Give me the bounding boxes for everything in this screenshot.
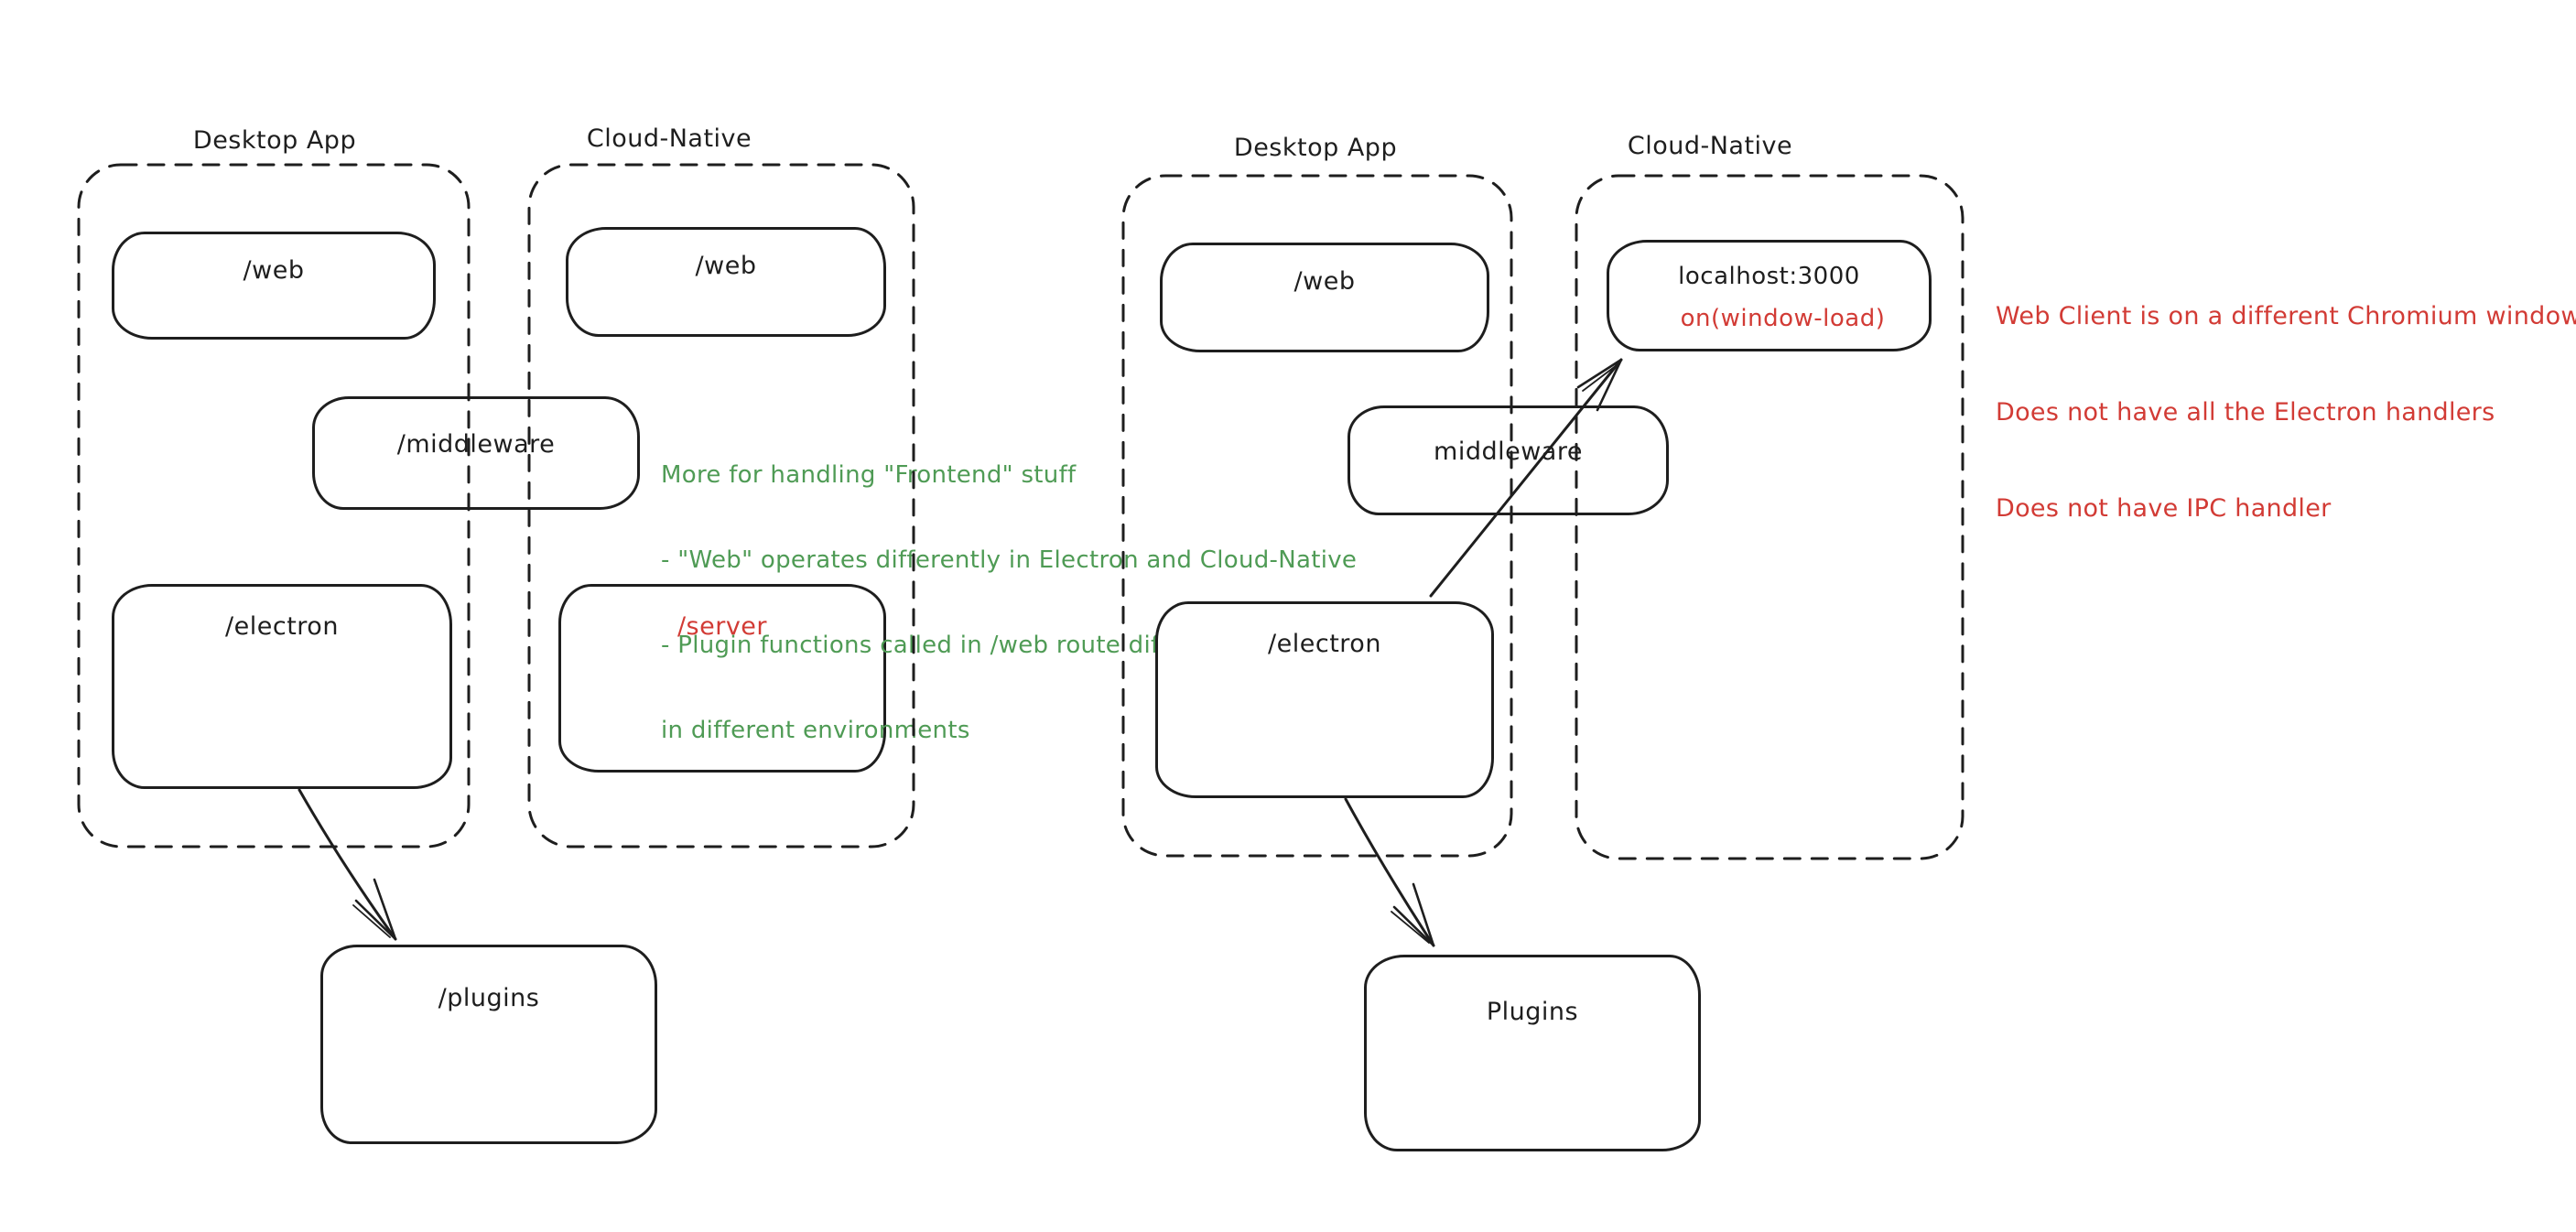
green-note-line-2: - "Web" operates differently in Electron…: [661, 546, 1358, 574]
right-localhost-node[interactable]: localhost:3000 on(window-load): [1607, 240, 1932, 351]
right-plugins-node[interactable]: Plugins: [1364, 955, 1701, 1151]
right-cloud-native-title: Cloud-Native: [1627, 132, 1793, 160]
right-desktop-app-title: Desktop App: [1233, 134, 1398, 162]
red-note-line-1: Web Client is on a different Chromium wi…: [1996, 302, 2576, 330]
red-note-line-2: Does not have all the Electron handlers: [1996, 398, 2495, 427]
green-note-line-1: More for handling "Frontend" stuff: [661, 461, 1077, 489]
left-cloud-native-title: Cloud-Native: [586, 124, 752, 153]
left-electron-label: /electron: [225, 612, 339, 641]
left-plugins-label: /plugins: [438, 984, 540, 1012]
left-middleware-node[interactable]: /middleware: [312, 396, 640, 510]
right-middleware-label: middleware: [1434, 438, 1583, 466]
left-middleware-label: /middleware: [396, 430, 556, 459]
right-localhost-label: localhost:3000: [1678, 263, 1860, 290]
right-window-load-label: on(window-load): [1680, 305, 1886, 332]
left-cloud-web-label: /web: [695, 252, 757, 280]
left-desktop-web-label: /web: [243, 256, 305, 285]
left-desktop-app-title: Desktop App: [192, 126, 357, 155]
arrow-left-electron-to-plugins[interactable]: [298, 788, 397, 941]
right-middleware-node[interactable]: middleware: [1348, 405, 1669, 515]
left-plugins-node[interactable]: /plugins: [320, 945, 657, 1144]
red-note-line-3: Does not have IPC handler: [1996, 494, 2332, 523]
left-electron-node[interactable]: /electron: [112, 584, 452, 789]
right-desktop-web-node[interactable]: /web: [1160, 243, 1489, 352]
right-red-note: Web Client is on a different Chromium wi…: [1996, 236, 2576, 589]
right-electron-label: /electron: [1268, 630, 1381, 658]
right-plugins-label: Plugins: [1486, 998, 1579, 1026]
right-desktop-web-label: /web: [1293, 267, 1356, 296]
left-cloud-web-node[interactable]: /web: [566, 227, 886, 337]
arrow-right-electron-to-plugins[interactable]: [1344, 797, 1435, 947]
left-desktop-web-node[interactable]: /web: [112, 232, 436, 340]
right-electron-node[interactable]: /electron: [1155, 601, 1494, 798]
